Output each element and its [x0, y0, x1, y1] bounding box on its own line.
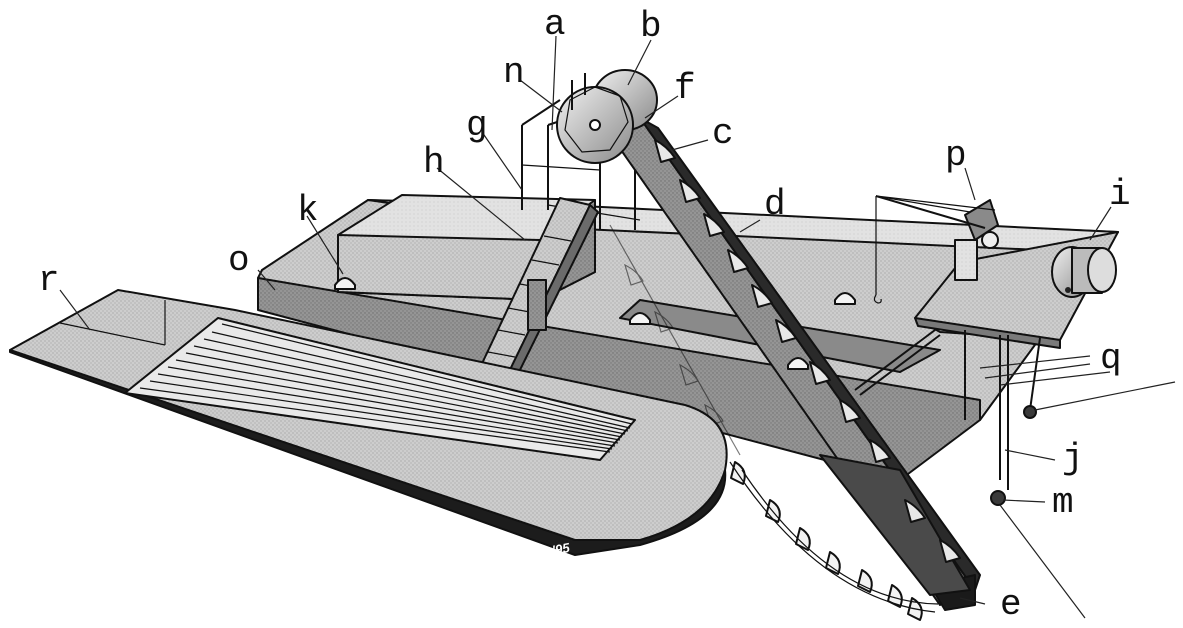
bollards [334, 277, 856, 370]
leader-lines [59, 35, 1176, 619]
artist-signature: Eric Verdolt '95 [476, 540, 572, 571]
label-j: j [1062, 438, 1084, 479]
label-m: m [1052, 482, 1074, 523]
bucket-chain-hidden [609, 224, 741, 456]
label-q: q [1100, 338, 1122, 379]
label-g: g [466, 105, 488, 146]
label-c: c [712, 113, 734, 154]
label-o: o [228, 240, 250, 281]
pontoon-side [257, 277, 981, 481]
upper-tumbler-drum [556, 69, 658, 164]
bucket-chain-upper [654, 139, 961, 563]
label-i: i [1109, 174, 1131, 215]
label-d: d [764, 184, 786, 225]
winch-i [1051, 246, 1117, 298]
bucket-chain-lower [729, 461, 939, 621]
label-p: p [945, 135, 967, 176]
label-b: b [640, 6, 662, 47]
label-h: h [423, 142, 445, 183]
label-k: k [297, 190, 319, 231]
bucket-ladder [599, 117, 981, 611]
chute [477, 197, 599, 383]
part-labels: a b n f g c h p d i k o r q j m e [38, 4, 1131, 625]
label-a: a [544, 4, 566, 45]
barge-spoil [139, 323, 633, 453]
label-n: n [503, 52, 525, 93]
label-f: f [674, 68, 696, 109]
label-r: r [38, 260, 60, 301]
label-e: e [1000, 584, 1022, 625]
deck-crane [873, 195, 999, 304]
